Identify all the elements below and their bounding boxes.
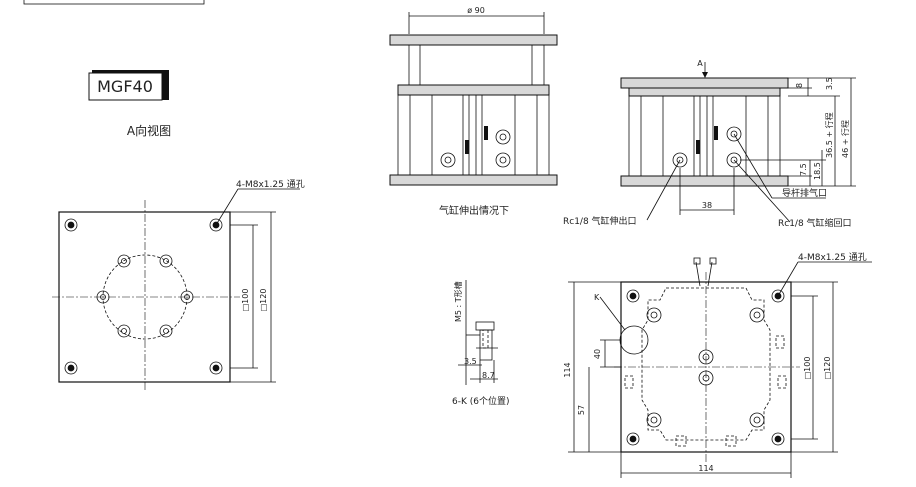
dim-sq100-right: □100	[803, 357, 812, 380]
dim-7-5: 7.5	[799, 163, 808, 176]
t-slot-detail	[458, 280, 498, 385]
model-label: MGF40	[97, 77, 153, 96]
dim-114-vertical: 114	[563, 362, 572, 377]
dim-36-5: 36.5 + 行程	[824, 112, 834, 158]
retracted-side-view	[620, 62, 856, 223]
a-view-plate	[52, 188, 300, 390]
t-slot-label: M5 : T形槽	[453, 281, 463, 322]
header-box	[23, 0, 205, 5]
dim-sq120-right: □120	[823, 357, 832, 380]
extended-side-view	[389, 12, 558, 186]
thru-hole-label-right: 4-M8x1.25 通孔	[798, 252, 867, 263]
dim-57: 57	[577, 405, 586, 415]
dim-phi90: ø 90	[467, 6, 485, 15]
bottom-view	[568, 257, 872, 478]
dim-46: 46 + 行程	[840, 120, 850, 158]
rc-retract-port-label: Rc1/8 气缸缩回口	[778, 217, 852, 229]
dim-sq120-left: □120	[259, 289, 268, 312]
dim-8: 8	[795, 83, 804, 88]
dim-114-horizontal: 114	[698, 464, 713, 473]
dim-40: 40	[593, 349, 602, 359]
guide-exhaust-label: 导杆排气口	[782, 187, 827, 199]
k-position-label: 6-K (6个位置)	[452, 395, 510, 407]
k-marker-label: K	[594, 293, 600, 302]
arrow-a-label: A	[697, 59, 703, 68]
thru-hole-label-left: 4-M8x1.25 通孔	[236, 179, 305, 190]
dim-38: 38	[702, 201, 712, 210]
dim-3-5b: 3.5	[464, 357, 477, 366]
rc-extend-port-label: Rc1/8 气缸伸出口	[563, 215, 637, 227]
dim-8-7: 8.7	[482, 371, 495, 380]
view-title: A向视图	[127, 123, 171, 138]
dim-18-5: 18.5	[813, 162, 822, 180]
model-badge: MGF40	[88, 70, 169, 101]
dim-3-5: 3.5	[825, 77, 834, 90]
extended-caption: 气缸伸出情况下	[439, 204, 509, 217]
dim-sq100-left: □100	[241, 289, 250, 312]
